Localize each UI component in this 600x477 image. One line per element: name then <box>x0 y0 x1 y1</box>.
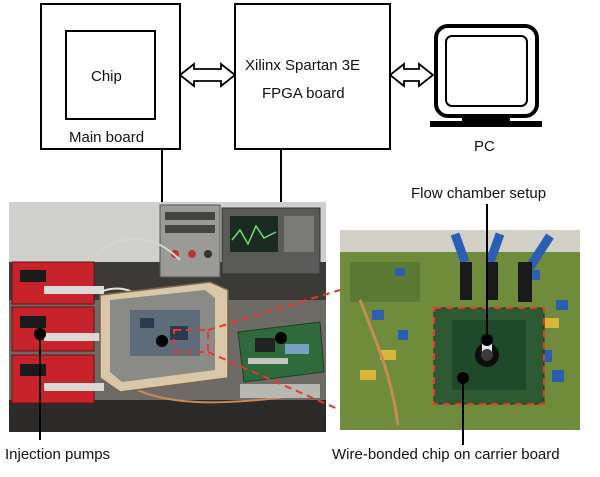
fpga-label-line1: Xilinx Spartan 3E <box>245 57 361 74</box>
pc-label: PC <box>474 138 495 155</box>
fpga-board-block <box>234 3 391 150</box>
flow-chamber-label: Flow chamber setup <box>411 185 547 202</box>
fpga-label-line2: FPGA board <box>262 85 345 102</box>
zoom-indicator <box>173 289 341 411</box>
carrier-board-image <box>433 307 545 405</box>
lab-setup-photo <box>9 202 326 432</box>
carrier-board-photo <box>340 230 580 430</box>
wire-bonded-label: Wire-bonded chip on carrier board <box>332 446 560 463</box>
chip-block <box>65 30 156 120</box>
main-board-label: Main board <box>69 129 145 146</box>
injection-pumps-image <box>11 261 104 404</box>
injection-pumps-label: Injection pumps <box>5 446 111 463</box>
pc-monitor-icon <box>430 24 542 127</box>
carrier-board-highlight <box>433 307 545 405</box>
chip-label: Chip <box>91 68 122 85</box>
main-fpga-arrow <box>178 62 237 88</box>
fpga-board-image <box>237 321 325 398</box>
fpga-pc-arrow <box>388 62 435 88</box>
